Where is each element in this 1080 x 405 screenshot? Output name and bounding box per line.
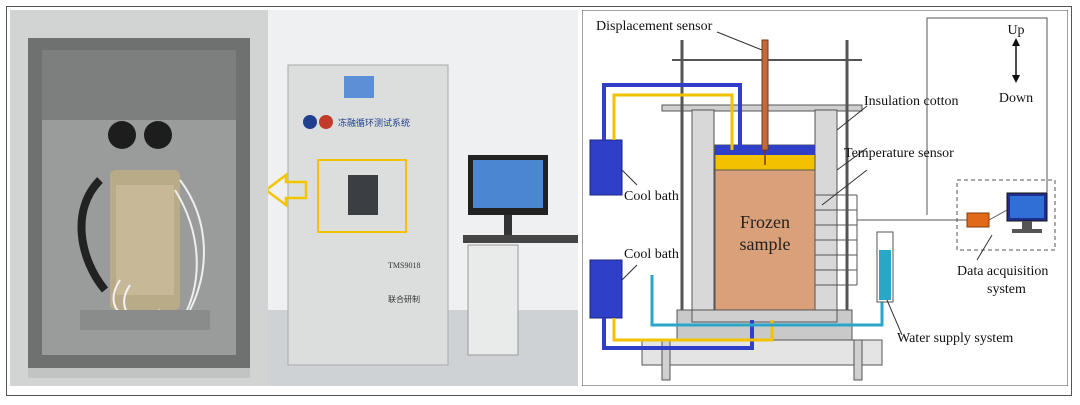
frozen-sample <box>714 169 816 311</box>
window-highlight <box>317 159 407 233</box>
figure-frame <box>6 6 1072 396</box>
fan-icon <box>144 121 172 149</box>
cool-bath-bottom <box>589 259 623 319</box>
test-apparatus-schematic: Frozen sample <box>582 10 1068 386</box>
chamber-photo <box>10 10 268 386</box>
pointer-arrow-icon <box>268 172 308 208</box>
down-label: Down <box>999 91 1033 106</box>
cool-bath-top <box>589 139 623 196</box>
logo-icon <box>319 115 333 129</box>
cool-bath-top-label: Cool bath <box>624 189 679 204</box>
frozen-label: Frozen <box>740 212 790 232</box>
cabinet-photo: 冻融循环测试系统 TMS9018 联合研制 <box>268 10 578 386</box>
water-supply-label: Water supply system <box>897 331 1013 346</box>
fan-icon <box>108 121 136 149</box>
insulation-cotton-label: Insulation cotton <box>864 94 959 109</box>
logger-icon <box>966 212 990 228</box>
up-label: Up <box>1007 23 1024 38</box>
cabinet-model-label: TMS9018 <box>388 261 420 270</box>
logo-icon <box>303 115 317 129</box>
cabinet-maker-text: 联合研制 <box>388 294 420 304</box>
data-acquisition-box <box>956 179 1056 251</box>
observation-window <box>348 175 378 215</box>
cabinet-brand-text: 冻融循环测试系统 <box>338 117 410 128</box>
displacement-sensor <box>761 39 769 151</box>
temperature-sensor-label: Temperature sensor <box>844 146 954 161</box>
monitor-screen <box>473 160 543 208</box>
data-acquisition-label-line1: Data acquisition <box>957 264 1048 279</box>
data-acquisition-label-line2: system <box>987 282 1026 297</box>
cool-bath-bottom-label: Cool bath <box>624 247 679 262</box>
displacement-sensor-label: Displacement sensor <box>596 19 713 34</box>
sample-label: sample <box>740 234 791 254</box>
control-screen <box>344 76 374 98</box>
